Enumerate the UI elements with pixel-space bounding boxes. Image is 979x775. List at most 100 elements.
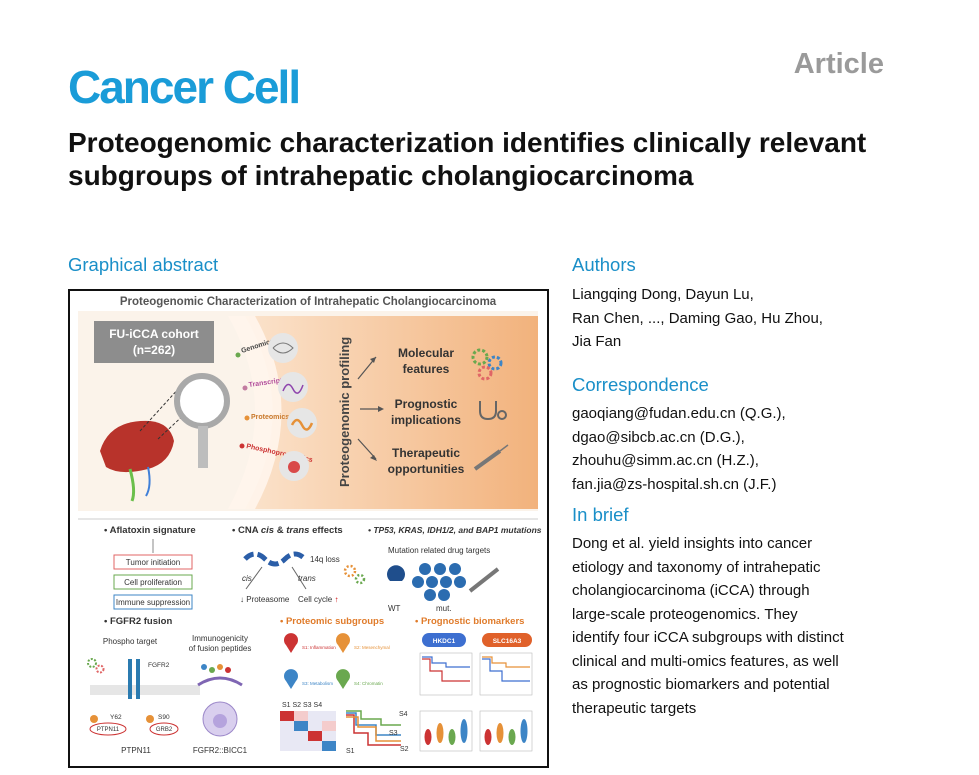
email-link[interactable]: gaoqiang@fudan.edu.cn (Q.G.), xyxy=(572,405,786,422)
gene-ptpn11: PTPN11 xyxy=(121,746,151,755)
fgfr2-title: • FGFR2 fusion xyxy=(104,616,172,627)
svg-text:S3: Metabolism: S3: Metabolism xyxy=(302,681,333,686)
peptide-icon xyxy=(201,664,231,673)
cell-membrane xyxy=(90,685,200,695)
subgroup-s3-pin: S3: Metabolism xyxy=(284,669,333,689)
omics-proteomics: Proteomics xyxy=(251,414,289,421)
authors-list: Liangqing Dong, Dayun Lu, Ran Chen, ...,… xyxy=(572,286,823,350)
graphical-abstract-figure: Proteogenomic Characterization of Intrah… xyxy=(68,289,549,768)
biomarker-violin-2 xyxy=(479,710,533,752)
gears-small-icon xyxy=(343,564,366,585)
wt-protein-icon xyxy=(387,565,405,581)
svg-text:Cell proliferation: Cell proliferation xyxy=(124,578,182,587)
svg-text:GRB2: GRB2 xyxy=(156,727,173,733)
liver-icon xyxy=(100,420,174,473)
omics-arc xyxy=(228,316,282,509)
svg-text:Phospho target: Phospho target xyxy=(103,637,158,646)
cohort-box xyxy=(94,321,214,363)
outcome-molecular: Molecular xyxy=(398,346,454,360)
syringe-icon xyxy=(473,444,509,471)
email-link[interactable]: fan.jia@zs-hospital.sh.cn (J.F.) xyxy=(572,475,777,493)
article-type-label: Article xyxy=(793,48,884,80)
cohort-count: (n=262) xyxy=(133,343,175,357)
svg-text:mut.: mut. xyxy=(436,604,452,613)
svg-text:WT: WT xyxy=(388,604,401,613)
journal-logo: Cancer Cell xyxy=(68,61,301,113)
svg-text:Immunogenicity: Immunogenicity xyxy=(192,634,248,643)
magnifier-icon xyxy=(174,373,230,429)
svg-text:of fusion peptides: of fusion peptides xyxy=(189,644,252,653)
aflatoxin-box-1 xyxy=(113,554,193,570)
biomarkers-title: • Prognostic biomarkers xyxy=(415,616,524,627)
correspondence-list: gaoqiang@fudan.edu.cn (Q.G.), dgao@sibcb… xyxy=(572,402,786,496)
subgroup-s4-pin: S4: Chromatin xyxy=(336,669,383,689)
heatmap-labels: S1 S2 S3 S4 xyxy=(282,702,322,709)
correspondence-heading: Correspondence xyxy=(572,374,709,395)
mutations-subtitle: Mutation related drug targets xyxy=(388,546,490,555)
svg-text:S4: Chromatin: S4: Chromatin xyxy=(354,681,383,686)
transcriptomics-icon xyxy=(278,372,308,402)
outcome-therapeutic: Therapeutic xyxy=(392,446,460,460)
aflatoxin-title: • Aflatoxin signature xyxy=(104,525,196,536)
profiling-label: Proteogenomic profiling xyxy=(337,337,352,487)
ptpn11-node xyxy=(89,722,127,736)
svg-text:Tumor initiation: Tumor initiation xyxy=(126,558,180,567)
chromosome-icon xyxy=(243,551,307,567)
svg-text:SLC16A3: SLC16A3 xyxy=(493,638,522,645)
mut-protein-icon xyxy=(412,563,466,601)
gears-icon xyxy=(471,348,503,381)
svg-text:S2: Mesenchymal: S2: Mesenchymal xyxy=(354,645,390,650)
svg-text:implications: implications xyxy=(391,413,461,427)
biomarker-km-plot-2 xyxy=(479,652,533,696)
in-brief-heading: In brief xyxy=(572,504,629,525)
genomics-icon xyxy=(268,333,298,363)
biomarker-violin-1 xyxy=(419,710,473,752)
cna-proteasome: ↓ Proteasome xyxy=(240,595,290,604)
aflatoxin-box-3 xyxy=(113,594,193,610)
cna-cell-cycle: Cell cycle ↑ xyxy=(298,595,338,604)
svg-text:PTPN11: PTPN11 xyxy=(97,727,120,733)
svg-text:Y62: Y62 xyxy=(110,714,122,721)
subgroup-heatmap xyxy=(280,711,336,751)
svg-text:trans: trans xyxy=(298,574,316,583)
svg-text:features: features xyxy=(403,362,450,376)
svg-text:S1: S1 xyxy=(346,748,355,755)
phospho-icon xyxy=(90,715,98,723)
svg-text:S2: S2 xyxy=(400,746,409,753)
bile-duct-icon xyxy=(128,468,136,502)
svg-text:S4: S4 xyxy=(399,711,408,718)
svg-text:Immune suppression: Immune suppression xyxy=(116,598,190,607)
svg-text:S3: S3 xyxy=(389,730,398,737)
marker-hkdc1 xyxy=(422,633,466,647)
svg-text:cis: cis xyxy=(242,574,252,583)
email-link[interactable]: dgao@sibcb.ac.cn (D.G.), xyxy=(572,428,745,446)
svg-text:FGFR2: FGFR2 xyxy=(148,662,170,669)
authors-heading: Authors xyxy=(572,254,636,275)
biomarker-km-plot-1 xyxy=(419,652,473,696)
syringe-small-icon xyxy=(468,567,500,593)
aflatoxin-box-2 xyxy=(113,574,193,590)
svg-text:opportunities: opportunities xyxy=(388,462,465,476)
outcome-prognostic: Prognostic xyxy=(395,397,458,411)
svg-text:HKDC1: HKDC1 xyxy=(433,638,456,645)
grb2-node xyxy=(149,722,179,736)
cohort-label: FU-iCCA cohort xyxy=(109,327,199,341)
fgfr2-receptor-icon xyxy=(128,659,140,699)
subgroup-km-curves xyxy=(346,710,401,746)
graphical-abstract-heading: Graphical abstract xyxy=(68,254,219,275)
email-link[interactable]: zhouhu@simm.ac.cn (H.Z.), xyxy=(572,452,759,469)
svg-text:S90: S90 xyxy=(158,714,170,721)
subgroup-s2-pin: S2: Mesenchymal xyxy=(336,633,390,653)
gene-fgfr2-bicc1: FGFR2::BICC1 xyxy=(193,746,248,755)
gears-tiny-icon xyxy=(87,658,105,674)
svg-text:S1: Inflammation: S1: Inflammation xyxy=(302,645,336,650)
article-title: Proteogenomic characterization identifie… xyxy=(68,127,867,191)
figure-title: Proteogenomic Characterization of Intrah… xyxy=(120,296,497,308)
marker-slc16a3 xyxy=(482,633,532,647)
subgroup-s1-pin: S1: Inflammation xyxy=(284,633,336,653)
in-brief-text: Dong et al. yield insights into cancer e… xyxy=(572,535,844,717)
stethoscope-icon xyxy=(479,401,507,421)
subgroups-title: • Proteomic subgroups xyxy=(280,616,384,627)
svg-text:14q loss: 14q loss xyxy=(310,555,340,564)
mutations-title: • TP53, KRAS, IDH1/2, and BAP1 mutations xyxy=(368,525,542,535)
